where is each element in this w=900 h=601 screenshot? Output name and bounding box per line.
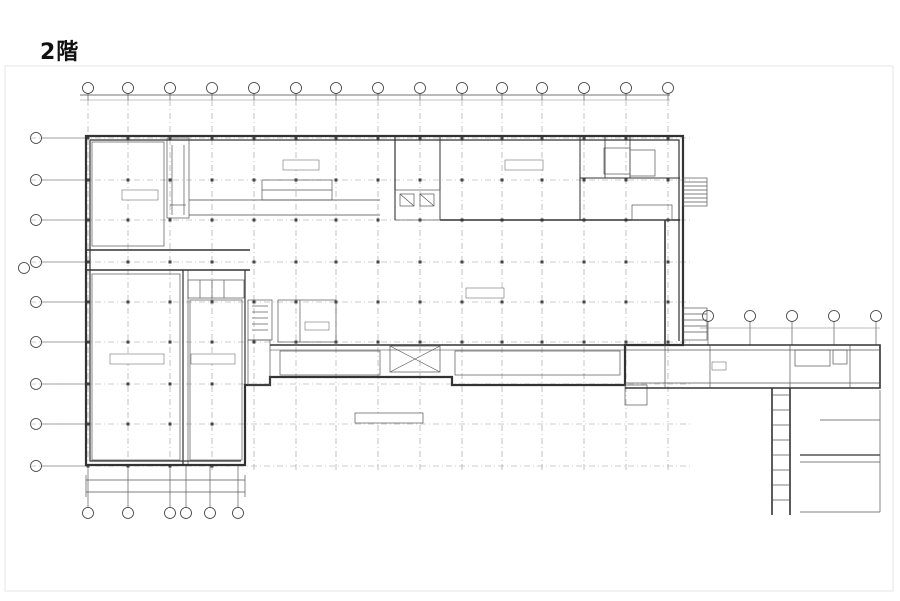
center-stair: [247, 299, 273, 341]
grid-bubble: [204, 507, 216, 519]
grid-bubble: [496, 82, 508, 94]
grid-bubble: [414, 82, 426, 94]
grid-bubble: [82, 82, 94, 94]
grid-bubble: [870, 310, 882, 322]
lower-middle-room: [189, 299, 243, 461]
grid-bubble: [18, 262, 30, 274]
floor-title: 2階: [40, 40, 80, 65]
upper-left-room: [91, 141, 165, 247]
grid-bubble: [828, 310, 840, 322]
left-stair-shaft: [166, 137, 190, 219]
top-grid-bubbles: [82, 82, 674, 100]
annex-corridor: [625, 344, 881, 389]
grid-bubble: [702, 310, 714, 322]
central-corridor-features: [279, 345, 648, 406]
grid-bubble: [662, 82, 674, 94]
elevator-core: [394, 189, 441, 221]
room-tags: [109, 159, 727, 424]
grid-bubble: [206, 82, 218, 94]
exterior-stair: [682, 177, 708, 341]
grid-bubble: [122, 82, 134, 94]
grid-bubble: [290, 82, 302, 94]
grid-bubble: [232, 507, 244, 519]
annex-lower-block: [771, 388, 881, 515]
small-room-block: [277, 299, 337, 343]
bottom-grid-bubbles: [82, 465, 244, 519]
bottom-dimension-lines: [85, 475, 246, 497]
lower-left-room: [91, 273, 181, 461]
grid-bubble: [82, 507, 94, 519]
storage-dividers: [199, 280, 225, 298]
top-grid-axis: [80, 94, 670, 101]
grid-bubble: [248, 82, 260, 94]
left-corridor-room: [247, 339, 271, 386]
grid-bubble: [180, 507, 192, 519]
grid-bubble: [578, 82, 590, 94]
grid-bubble: [536, 82, 548, 94]
grid-bubble: [164, 507, 176, 519]
right-upper-service: [603, 147, 673, 221]
grid-bubble: [786, 310, 798, 322]
annex-grid-bubbles: [700, 310, 882, 345]
grid-bubble: [372, 82, 384, 94]
grid-bubble: [330, 82, 342, 94]
grid-bubble: [456, 82, 468, 94]
grid-bubble: [164, 82, 176, 94]
grid-bubble: [122, 507, 134, 519]
grid-bubble: [620, 82, 632, 94]
storage-bay: [187, 279, 245, 299]
grid-bubble: [744, 310, 756, 322]
